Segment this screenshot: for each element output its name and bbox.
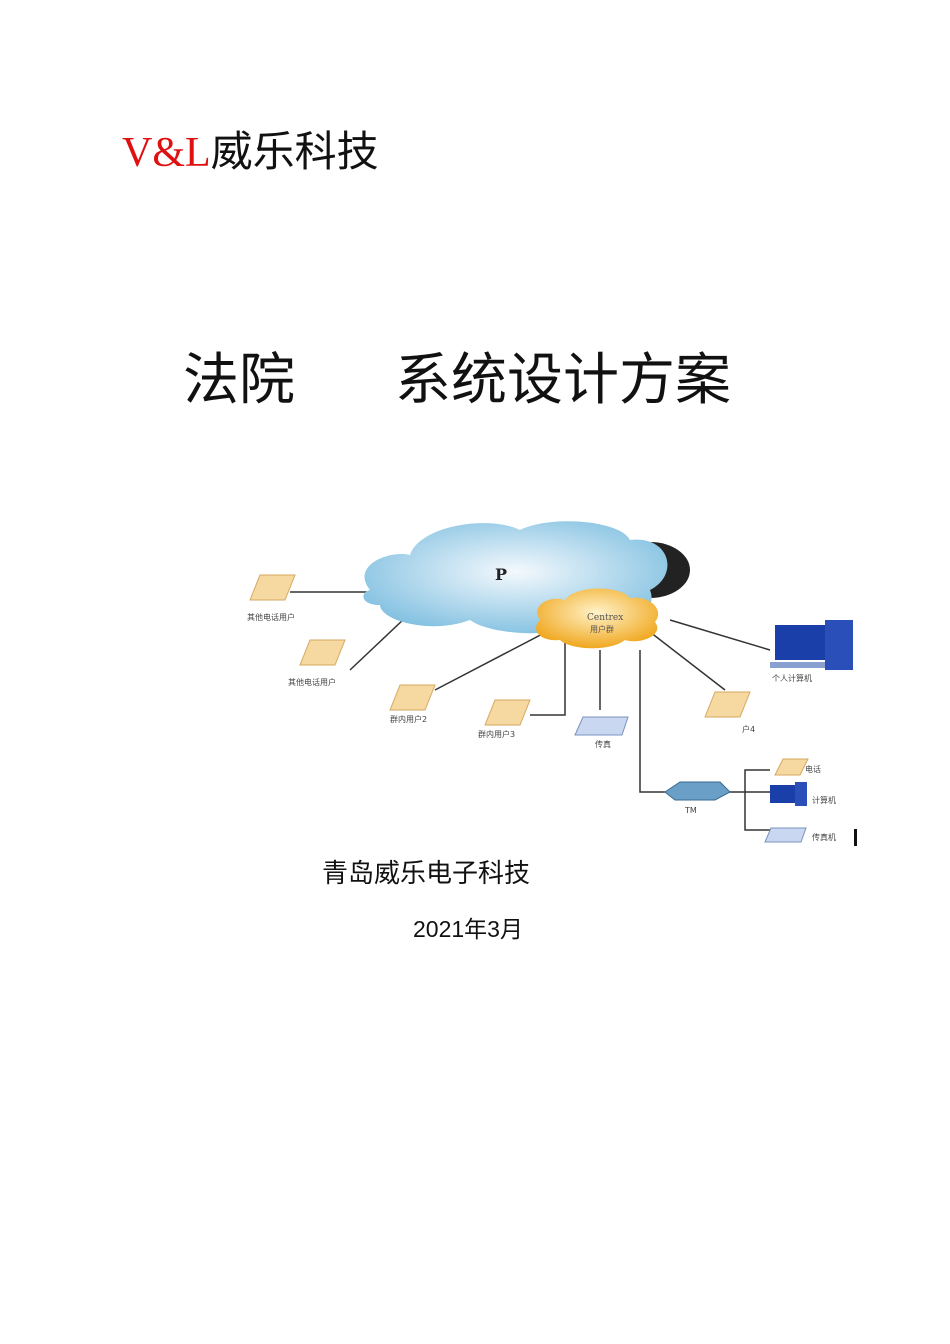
computer-icons [770, 620, 853, 806]
brand-header: V&L威乐科技 [122, 118, 379, 179]
phone-icon [389, 684, 436, 711]
connection-lines [290, 591, 771, 831]
label-computer: 计算机 [812, 795, 836, 805]
phone-icon [299, 639, 346, 666]
label-phone: 电话 [805, 764, 821, 774]
label-group-user-2: 群内用户2 [390, 714, 427, 724]
centrex-cloud: Centrex 用户群 [536, 588, 659, 649]
label-fax-machine: 传真机 [812, 832, 836, 842]
label-other-user-2: 其他电话用户 [288, 677, 336, 687]
tm-device-icon [664, 781, 731, 801]
text-cursor-mark [854, 829, 857, 846]
phone-icon [774, 758, 809, 776]
fax-icons [574, 716, 807, 843]
brand-logo: V&L [122, 130, 211, 176]
title-part-1: 法院 [183, 348, 295, 413]
title-part-2: 系统设计方案 [395, 348, 731, 413]
phone-icons [249, 574, 809, 776]
label-group-user-3: 群内用户3 [478, 729, 515, 739]
network-diagram: P Centrex 用户群 [247, 521, 857, 846]
label-user-4: 户4 [742, 724, 755, 734]
centrex-sub-label: 用户群 [590, 624, 614, 634]
phone-icon [249, 574, 296, 601]
phone-icon [484, 699, 531, 726]
label-fax: 传真 [595, 739, 611, 749]
phone-icon [704, 691, 751, 718]
company-name: 青岛威乐电子科技 [322, 859, 531, 889]
brand-name: 威乐科技 [210, 130, 379, 176]
document-date: 2021年3月 [413, 916, 523, 942]
label-pc: 个人计算机 [772, 673, 812, 683]
pstn-label: P [495, 565, 507, 584]
fax-icon [764, 827, 807, 843]
label-tm: TM [684, 806, 697, 815]
centrex-label: Centrex [587, 613, 623, 623]
computer-icon [775, 625, 825, 660]
fax-icon [574, 716, 629, 736]
computer-icon [770, 785, 795, 803]
label-other-user-1: 其他电话用户 [247, 612, 295, 622]
